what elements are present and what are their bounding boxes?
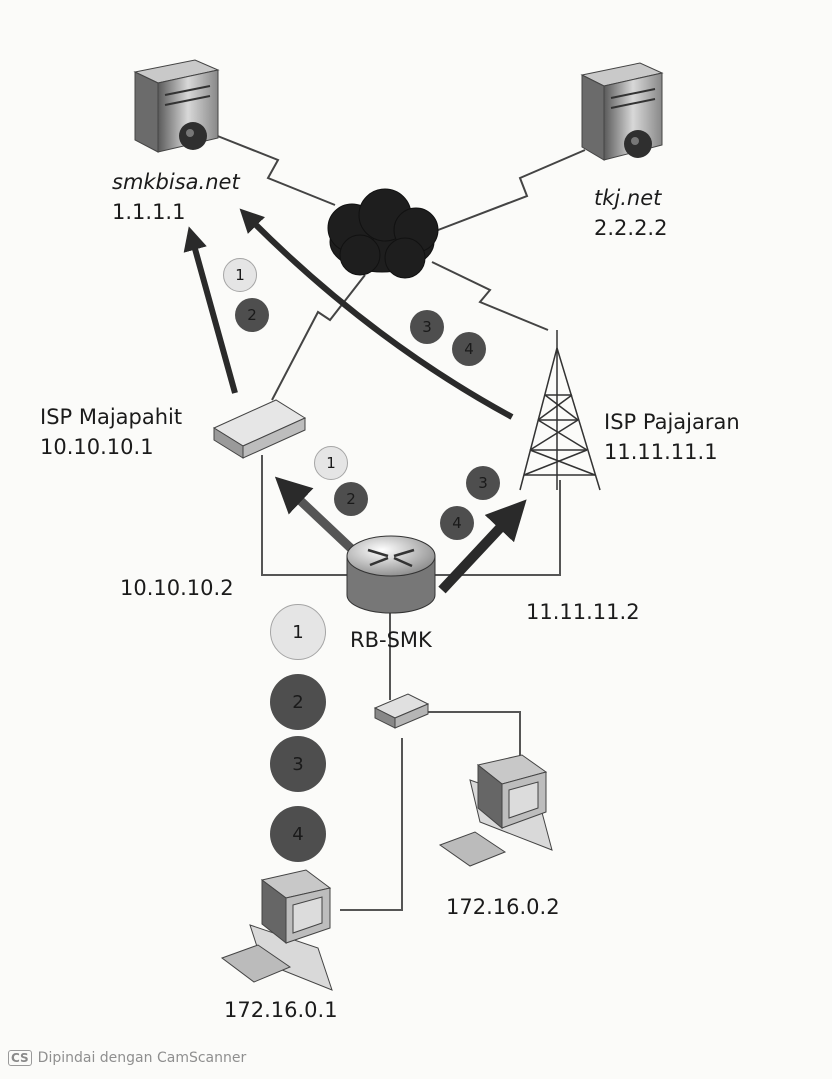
router-wan2-ip: 11.11.11.2 <box>526 600 640 624</box>
server-smkbisa-icon <box>133 59 220 153</box>
arrow-majapahit-to-smkbisa <box>183 226 238 394</box>
arrow-router-to-majapahit <box>274 476 362 559</box>
client2-ip: 172.16.0.2 <box>446 895 560 919</box>
link-majapahit-router <box>261 455 352 576</box>
step-2-badge-left: 2 <box>270 674 326 730</box>
tkj-name: tkj.net <box>594 186 662 210</box>
computer-client2-icon <box>438 754 553 867</box>
switch-icon <box>373 693 430 729</box>
client1-ip: 172.16.0.1 <box>224 998 338 1022</box>
modem-majapahit-icon <box>212 399 307 459</box>
isp-majapahit-ip: 10.10.10.1 <box>40 435 154 459</box>
router-rb-smk-icon <box>346 535 436 614</box>
step-4-badge-mid: 4 <box>440 506 474 540</box>
wireless-links <box>214 134 586 401</box>
step-1-badge-left: 1 <box>270 604 326 660</box>
step-3-badge-top: 3 <box>410 310 444 344</box>
server-tkj-icon <box>580 62 664 161</box>
wireless-cloud-pajajaran <box>431 261 549 331</box>
internet-cloud-icon <box>327 188 439 279</box>
scanner-text: Dipindai dengan CamScanner <box>37 1050 247 1066</box>
step-1-badge-mid: 1 <box>314 446 348 480</box>
arrow-pajajaran-to-smkbisa <box>239 208 514 420</box>
camscanner-logo-icon: CS <box>8 1050 32 1066</box>
isp-pajajaran-name: ISP Pajajaran <box>604 410 740 434</box>
link-switch-client1 <box>340 738 403 911</box>
scanner-footer: CS Dipindai dengan CamScanner <box>8 1050 246 1066</box>
step-2-badge-mid: 2 <box>334 482 368 516</box>
smkbisa-ip: 1.1.1.1 <box>112 200 186 224</box>
link-router-pajajaran <box>430 480 561 576</box>
isp-majapahit-name: ISP Majapahit <box>40 405 183 429</box>
tkj-ip: 2.2.2.2 <box>594 216 668 240</box>
step-3-badge-left: 3 <box>270 736 326 792</box>
step-3-badge-mid: 3 <box>466 466 500 500</box>
computer-client1-icon <box>220 869 333 991</box>
traffic-arrows <box>183 208 527 594</box>
step-2-badge-top: 2 <box>235 298 269 332</box>
wireless-smkbisa-cloud <box>214 134 336 206</box>
smkbisa-name: smkbisa.net <box>112 170 240 194</box>
isp-pajajaran-ip: 11.11.11.1 <box>604 440 718 464</box>
wireless-cloud-majapahit <box>271 274 366 401</box>
link-switch-client2 <box>420 711 521 765</box>
router-wan1-ip: 10.10.10.2 <box>120 576 234 600</box>
step-4-badge-top: 4 <box>452 332 486 366</box>
wireless-tkj-cloud <box>424 149 586 236</box>
step-4-badge-left: 4 <box>270 806 326 862</box>
step-1-badge-top: 1 <box>223 258 257 292</box>
router-name: RB-SMK <box>350 628 432 652</box>
wired-links <box>261 455 561 911</box>
tower-pajajaran-icon <box>519 330 601 491</box>
arrow-router-to-pajajaran <box>438 499 527 594</box>
